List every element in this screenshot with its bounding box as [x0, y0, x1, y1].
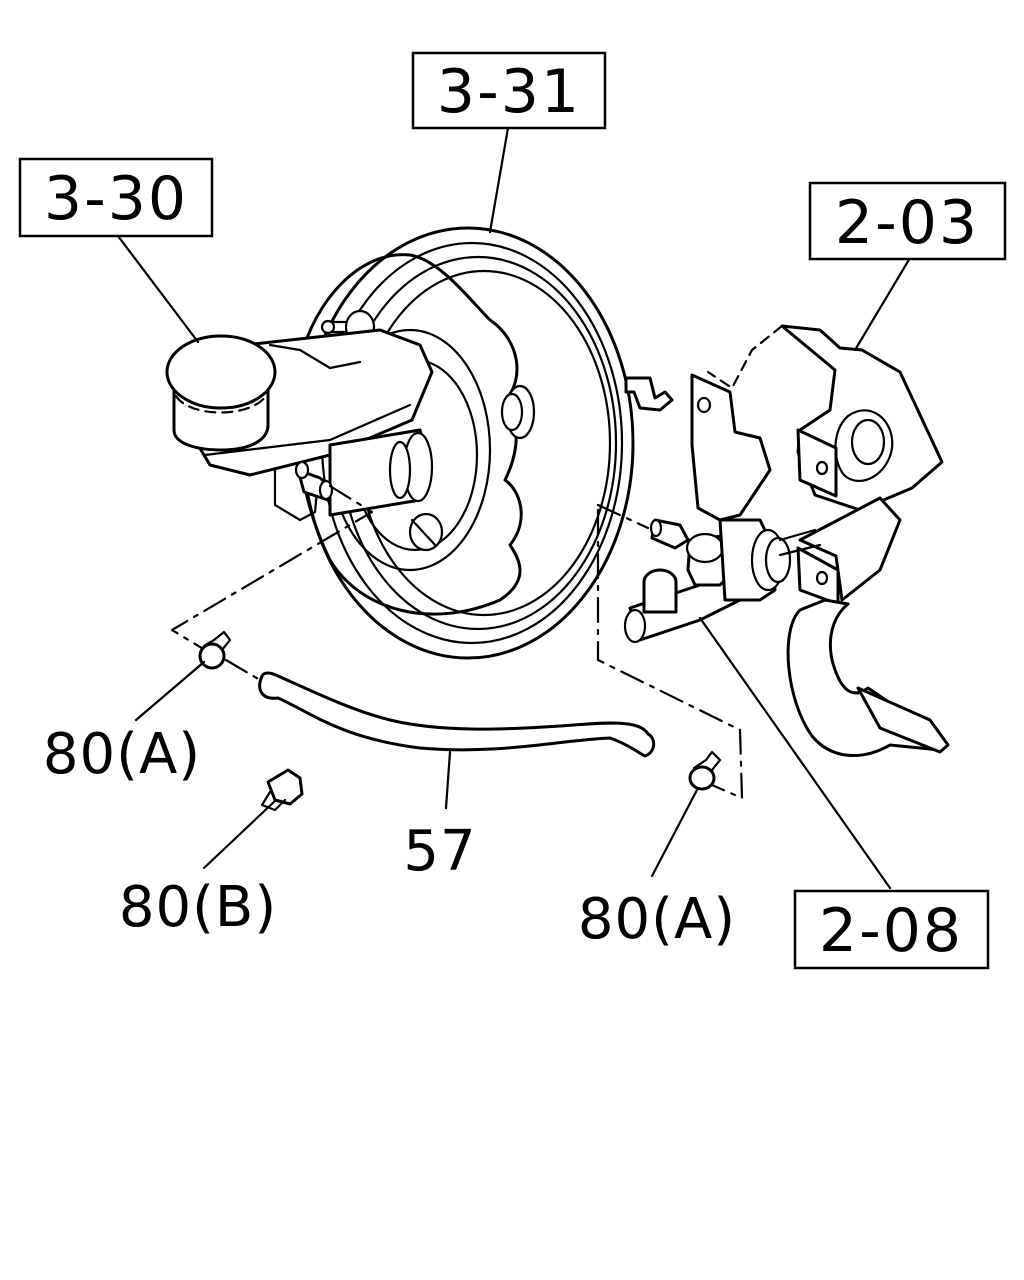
callout-2-03: 2-03	[808, 181, 1007, 261]
connection-lines	[170, 484, 744, 800]
callout-2-08: 2-08	[793, 889, 990, 970]
pedal-bracket	[690, 324, 950, 758]
clip-a-right	[688, 750, 722, 791]
callout-2-08-label: 2-08	[819, 896, 963, 966]
clutch-master-cylinder	[623, 518, 822, 644]
callout-2-03-label: 2-03	[835, 188, 979, 258]
leader-lines	[116, 126, 912, 890]
part-80a-left-label: 80(A)	[43, 722, 201, 787]
part-80b-label: 80(B)	[119, 875, 277, 940]
part-80a-right-label: 80(A)	[578, 887, 736, 952]
callout-3-31-label: 3-31	[437, 57, 581, 127]
clip-a-left	[198, 630, 232, 670]
clip-b	[260, 768, 304, 812]
callout-3-30: 3-30	[18, 157, 214, 238]
part-57-label: 57	[403, 819, 476, 884]
callout-3-30-label: 3-30	[44, 164, 188, 234]
hose	[258, 671, 656, 758]
booster-clip	[624, 376, 674, 412]
master-cylinder	[165, 328, 434, 522]
callout-3-31: 3-31	[411, 51, 607, 130]
